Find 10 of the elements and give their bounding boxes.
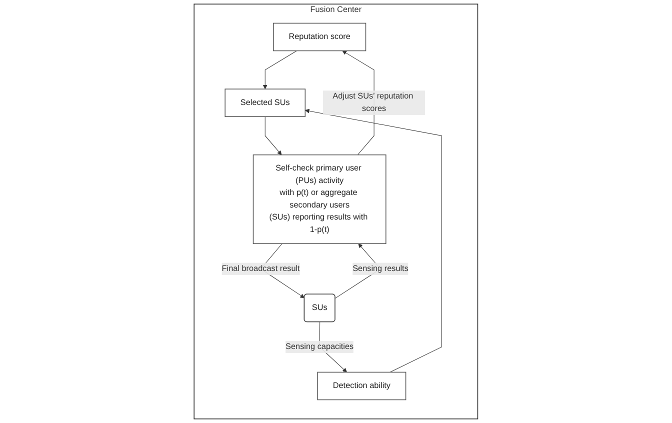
arrow	[262, 50, 298, 90]
edge-label: Final broadcast result	[222, 264, 300, 273]
edge-label: Sensing capacities	[286, 342, 354, 352]
node-box: Detection ability	[317, 372, 406, 400]
arrow	[264, 116, 282, 156]
edge-label: Sensing results	[352, 264, 408, 273]
node-box: Reputation score	[273, 22, 366, 52]
node-box: Self-check primary user (PUs) activity with p(t) or aggregate secondary users (SUs) reporting results with 1-p(t)	[252, 154, 386, 244]
node-box: Selected SUs	[224, 88, 306, 117]
edge-label: Adjust SUs’ reputation scores	[332, 92, 414, 114]
